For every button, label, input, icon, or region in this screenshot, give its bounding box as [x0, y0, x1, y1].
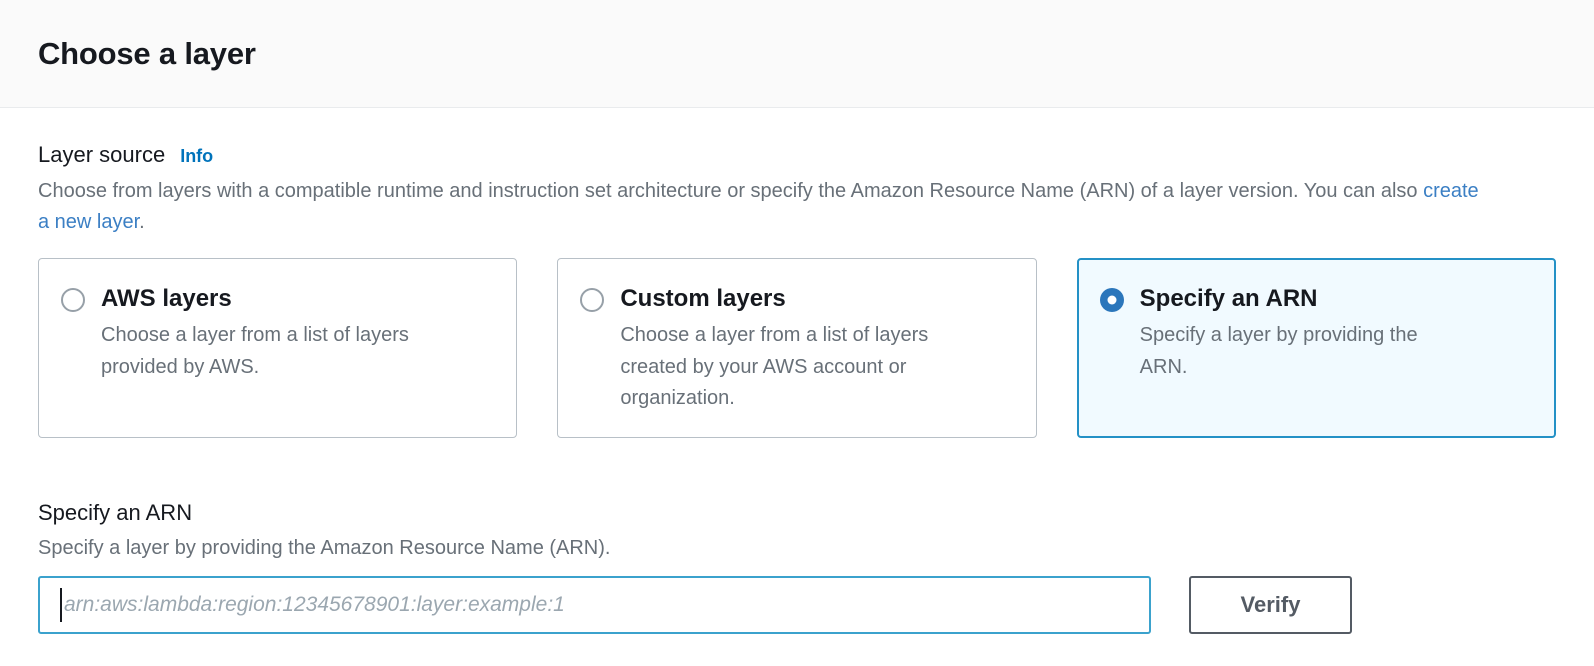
arn-input-row: Verify	[38, 576, 1556, 635]
arn-section-description: Specify a layer by providing the Amazon …	[38, 537, 611, 560]
layer-source-label: Layer source	[38, 142, 166, 167]
modal-body: Layer source Info Choose from layers wit…	[0, 108, 1594, 635]
verify-button[interactable]: Verify	[1189, 576, 1352, 635]
layer-source-description: Choose from layers with a compatible run…	[38, 176, 1488, 238]
radio-tile-text-custom-layers: Custom layers Choose a layer from a list…	[620, 285, 950, 415]
arn-section-heading: Specify an ARN	[38, 499, 193, 525]
create-new-layer-link[interactable]: create a new layer	[38, 179, 1479, 233]
modal-header: Choose a layer	[0, 0, 1594, 108]
layer-source-description-text-1: Choose from layers with a compatible run…	[38, 179, 1424, 202]
radio-tile-description-aws-layers: Choose a layer from a list of layers pro…	[101, 324, 409, 378]
layer-source-options: AWS layers Choose a layer from a list of…	[38, 257, 1556, 438]
radio-button-icon-custom-layers[interactable]	[580, 287, 605, 312]
text-cursor-caret	[60, 588, 62, 623]
radio-tile-label-aws-layers: AWS layers	[101, 284, 232, 312]
layer-source-description-text-2: .	[139, 210, 145, 233]
radio-tile-text-specify-an-arn: Specify an ARN Specify a layer by provid…	[1140, 285, 1470, 415]
page-title: Choose a layer	[38, 35, 256, 71]
radio-tile-text-aws-layers: AWS layers Choose a layer from a list of…	[101, 285, 431, 415]
arn-section: Specify an ARN Specify a layer by provid…	[38, 499, 1556, 635]
radio-tile-label-specify-an-arn: Specify an ARN	[1139, 284, 1318, 312]
radio-tile-custom-layers[interactable]: Custom layers Choose a layer from a list…	[557, 257, 1037, 438]
radio-tile-description-specify-an-arn: Specify a layer by providing the ARN.	[1139, 324, 1418, 378]
radio-tile-specify-an-arn[interactable]: Specify an ARN Specify a layer by provid…	[1076, 257, 1556, 438]
radio-tile-description-custom-layers: Choose a layer from a list of layers cre…	[620, 324, 929, 410]
radio-tile-aws-layers[interactable]: AWS layers Choose a layer from a list of…	[38, 257, 518, 438]
layer-source-label-row: Layer source Info	[38, 141, 1556, 169]
arn-input-wrapper	[38, 576, 1151, 635]
arn-input[interactable]	[38, 576, 1151, 635]
radio-button-icon-aws-layers[interactable]	[61, 287, 85, 312]
radio-button-icon-specify-an-arn[interactable]	[1099, 287, 1124, 312]
radio-tile-label-custom-layers: Custom layers	[620, 284, 786, 312]
info-link[interactable]: Info	[180, 146, 214, 166]
